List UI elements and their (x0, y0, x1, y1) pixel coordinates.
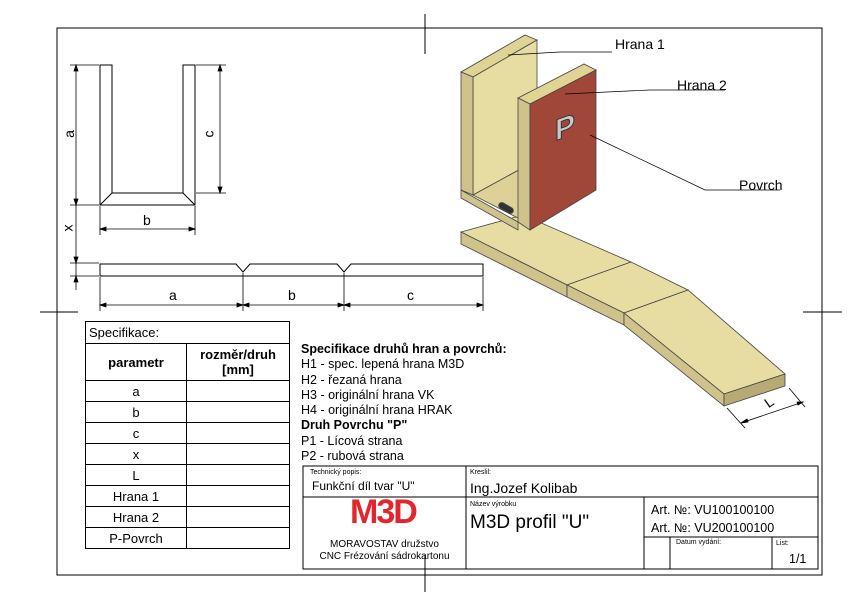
company-service: CNC Frézování sádrokartonu (319, 551, 450, 562)
label-front-a: a (60, 130, 77, 138)
label-flat-c: c (407, 287, 414, 303)
title-block-lines (302, 465, 819, 570)
callout-edge-2: Hrana 2 (677, 77, 727, 93)
label-front-c: c (200, 130, 217, 138)
dimension-side-x (70, 205, 99, 290)
label-flat-b: b (288, 287, 296, 303)
label-flat-a: a (169, 287, 177, 303)
tech-desc-value: Funkční díl tvar "U" (312, 479, 415, 493)
product-label: Název výrobku (470, 501, 517, 508)
table-row: c (85, 422, 290, 444)
front-view-u-profile (99, 64, 196, 206)
note-p2: P2 - rubová strana (301, 449, 404, 464)
table-row: b (85, 401, 290, 423)
company-name: MORAVOSTAV družstvo (330, 539, 439, 550)
note-h4: H4 - originální hrana HRAK (301, 403, 453, 418)
leader-lines (507, 51, 780, 191)
label-side-x: x (59, 224, 76, 232)
dimension-front-b (98, 206, 197, 235)
notes-title: Specifikace druhů hran a povrchů: (301, 342, 507, 356)
note-h3: H3 - originální hrana VK (301, 387, 435, 402)
spec-col-size: rozměr/druh[mm] (186, 343, 290, 381)
spec-table: Specifikace: parametr rozměr/druh[mm] a … (85, 321, 290, 549)
dimension-front-a (70, 63, 99, 207)
center-marks (40, 14, 842, 592)
date-label: Datum vydání: (676, 539, 722, 546)
table-row: L (85, 464, 290, 486)
spec-caption: Specifikace: (85, 321, 290, 344)
sheet-value: 1/1 (789, 552, 807, 566)
table-row: a (85, 380, 290, 402)
edge-surface-notes: Specifikace druhů hran a povrchů: H1 - s… (301, 342, 507, 464)
label-front-b: b (143, 212, 151, 228)
table-row: Hrana 2 (85, 506, 290, 528)
sheet-label: List: (776, 540, 789, 547)
drawn-value: Ing.Jozef Kolibab (470, 480, 578, 496)
note-h1: H1 - spec. lepená hrana M3D (301, 357, 465, 372)
surface-p-mark: P (554, 106, 575, 148)
iso-folded-profile (460, 34, 597, 231)
note-h2: H2 - řezaná hrana (301, 372, 402, 387)
tech-desc-label: Technický popis: (310, 469, 362, 476)
drawn-label: Kreslil: (470, 469, 492, 476)
product-value: M3D profil "U" (470, 512, 590, 533)
iso-flat-profile (459, 214, 786, 407)
dimension-iso-L (726, 387, 806, 429)
svg-text:P: P (555, 107, 575, 148)
notes-surface-title: Druh Povrchu "P" (301, 418, 408, 433)
logo-m3d: M3D (350, 493, 418, 531)
drawing-frame (56, 27, 823, 576)
dimension-flat (98, 273, 485, 311)
table-row: x (85, 443, 290, 465)
note-p1: P1 - Lícová strana (301, 433, 403, 448)
table-row: P-Povrch (85, 527, 290, 549)
spec-col-param: parametr (85, 343, 187, 381)
callout-edge-1: Hrana 1 (615, 36, 665, 52)
article-number-2: Art. №: VU200100100 (651, 521, 775, 535)
callout-surface: Povrch (739, 177, 783, 193)
flat-view-profile (99, 263, 484, 277)
table-row: Hrana 1 (85, 485, 290, 507)
dimension-front-c (196, 63, 226, 195)
article-number-1: Art. №: VU100100100 (651, 503, 775, 517)
